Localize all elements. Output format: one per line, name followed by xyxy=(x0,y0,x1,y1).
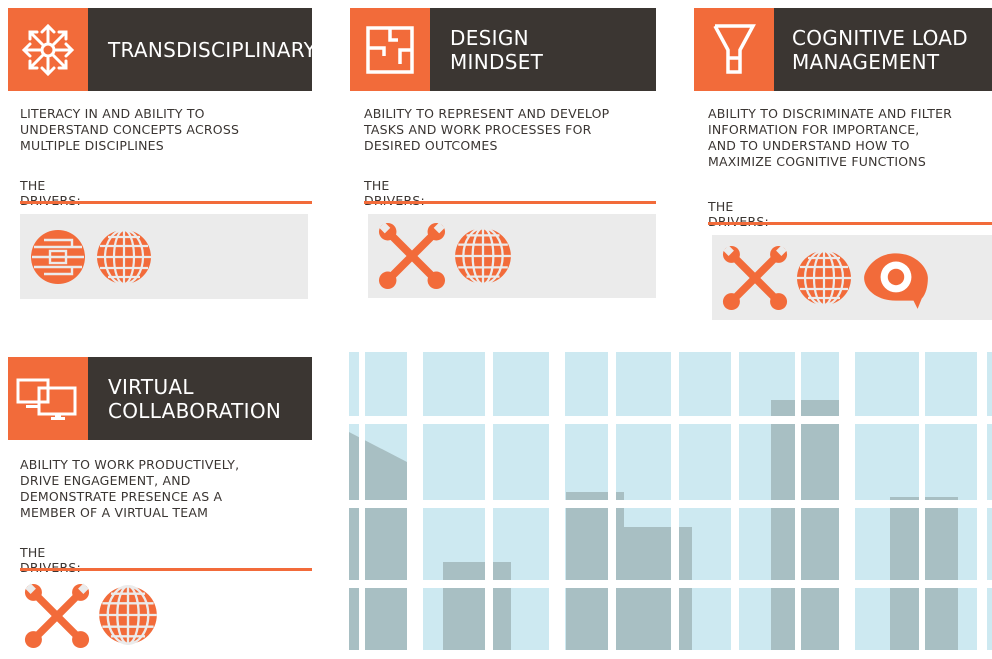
card-header: TRANSDISCIPLINARY xyxy=(8,8,316,91)
card-header: COGNITIVE LOAD MANAGEMENT xyxy=(694,8,992,91)
globe-icon xyxy=(452,225,514,287)
filter-icon xyxy=(694,8,774,91)
globe-icon xyxy=(96,583,160,647)
divider xyxy=(364,201,656,204)
window-grid-illustration xyxy=(349,352,992,650)
card-header: VIRTUAL COLLABORATION xyxy=(8,357,312,440)
drivers-panel xyxy=(368,214,656,298)
monitors-icon xyxy=(8,357,88,440)
arrows-expand-icon xyxy=(8,8,88,91)
card-description: ABILITY TO DISCRIMINATE AND FILTER INFOR… xyxy=(708,106,953,169)
drivers-panel xyxy=(20,214,308,299)
card-description: ABILITY TO WORK PRODUCTIVELY, DRIVE ENGA… xyxy=(20,457,240,520)
floorplan-icon xyxy=(350,8,430,91)
drivers-label: THE DRIVERS: xyxy=(708,199,769,229)
drivers-label: THE DRIVERS: xyxy=(20,545,81,575)
longevity-icon xyxy=(28,227,88,287)
tools-icon xyxy=(24,583,90,649)
drivers-panel xyxy=(712,235,992,320)
divider xyxy=(708,222,992,225)
divider xyxy=(20,568,312,571)
eye-speech-icon xyxy=(860,247,932,309)
card-header: DESIGN MINDSET xyxy=(350,8,656,91)
card-title: TRANSDISCIPLINARY xyxy=(88,8,316,91)
card-description: ABILITY TO REPRESENT AND DEVELOP TASKS A… xyxy=(364,106,610,153)
card-title: DESIGN MINDSET xyxy=(430,8,656,91)
globe-icon xyxy=(94,227,154,287)
drivers-label: THE DRIVERS: xyxy=(20,178,81,208)
divider xyxy=(20,201,312,204)
card-description: LITERACY IN AND ABILITY TO UNDERSTAND CO… xyxy=(20,106,240,153)
drivers-panel xyxy=(20,579,308,659)
card-title: COGNITIVE LOAD MANAGEMENT xyxy=(774,8,992,91)
tools-icon xyxy=(378,222,446,290)
drivers-label: THE DRIVERS: xyxy=(364,178,425,208)
tools-icon xyxy=(722,245,788,311)
globe-icon xyxy=(794,248,854,308)
card-title: VIRTUAL COLLABORATION xyxy=(88,357,312,440)
